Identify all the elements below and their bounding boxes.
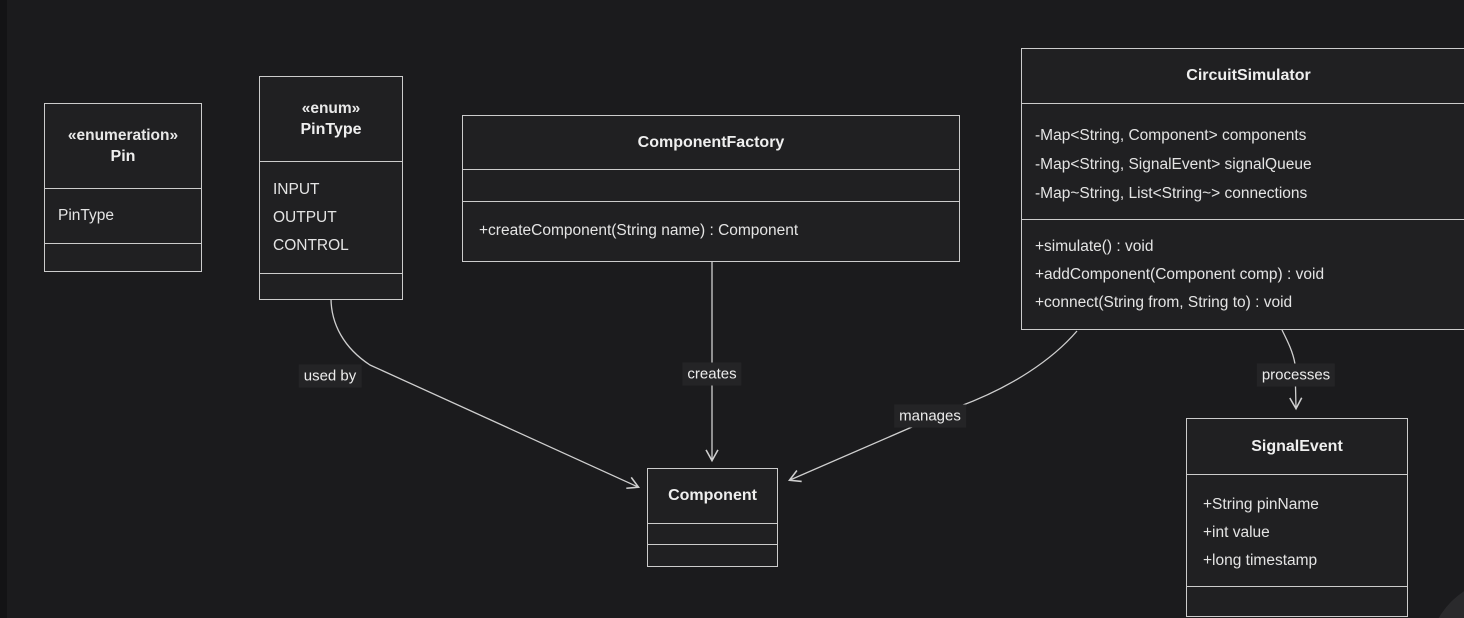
class-pin-name: Pin [110,147,136,165]
attribute: +long timestamp [1203,552,1318,569]
class-pintype-name: PinType [300,120,362,138]
method: +simulate() : void [1035,238,1154,255]
class-circuitsimulator-name: CircuitSimulator [1186,67,1311,84]
class-pintype-values: INPUT OUTPUT CONTROL [260,161,402,273]
class-pin-stereotype: «enumeration» [67,126,179,144]
attribute: -Map~String, List<String~> connections [1035,185,1308,202]
class-component-header: Component [648,469,777,523]
edge-label-processes: processes [1256,363,1336,387]
class-pintype-stereotype: «enum» [301,99,361,117]
class-signalevent-name: SignalEvent [1251,437,1343,455]
class-componentfactory-attributes-empty [463,169,959,201]
class-componentfactory-name: ComponentFactory [637,133,785,151]
class-component[interactable]: Component [647,468,778,567]
edge-label-creates: creates [682,362,742,386]
class-signalevent-attributes: +String pinName +int value +long timesta… [1187,474,1407,586]
left-edge-strip [0,0,7,618]
class-componentfactory-methods: +createComponent(String name) : Componen… [463,201,959,261]
class-pin-attributes: PinType [45,188,201,243]
class-signalevent-header: SignalEvent [1187,419,1407,474]
class-component-methods-empty [648,544,777,566]
class-component-attributes-empty [648,523,777,544]
class-pin-methods-empty [45,243,201,271]
edge-used-by [330,297,640,489]
class-signalevent[interactable]: SignalEvent +String pinName +int value +… [1186,418,1408,617]
class-component-name: Component [668,487,757,504]
enum-value: OUTPUT [273,209,337,226]
method: +connect(String from, String to) : void [1035,294,1293,311]
method: +createComponent(String name) : Componen… [479,222,799,239]
attribute: -Map<String, Component> components [1035,127,1307,144]
class-circuitsimulator-header: CircuitSimulator [1022,49,1464,103]
class-componentfactory-header: ComponentFactory [463,116,959,169]
class-componentfactory[interactable]: ComponentFactory +createComponent(String… [462,115,960,262]
attribute: PinType [58,207,115,224]
class-pin[interactable]: «enumeration» Pin PinType [44,103,202,272]
attribute: -Map<String, SignalEvent> signalQueue [1035,156,1312,173]
floating-corner-button[interactable] [1428,578,1464,618]
class-pintype[interactable]: «enum» PinType INPUT OUTPUT CONTROL [259,76,403,300]
class-circuitsimulator-methods: +simulate() : void +addComponent(Compone… [1022,219,1464,329]
attribute: +int value [1203,524,1270,541]
class-circuitsimulator[interactable]: CircuitSimulator -Map<String, Component>… [1021,48,1464,330]
class-pintype-header: «enum» PinType [260,77,402,161]
method: +addComponent(Component comp) : void [1035,266,1325,283]
edge-label-manages: manages [894,404,966,428]
edge-label-used-by: used by [298,364,362,388]
class-signalevent-methods-empty [1187,586,1407,616]
class-pin-header: «enumeration» Pin [45,104,201,188]
enum-value: INPUT [273,181,320,198]
enum-value: CONTROL [273,237,349,254]
class-circuitsimulator-attributes: -Map<String, Component> components -Map<… [1022,103,1464,219]
class-pintype-methods-empty [260,273,402,299]
attribute: +String pinName [1203,496,1319,513]
